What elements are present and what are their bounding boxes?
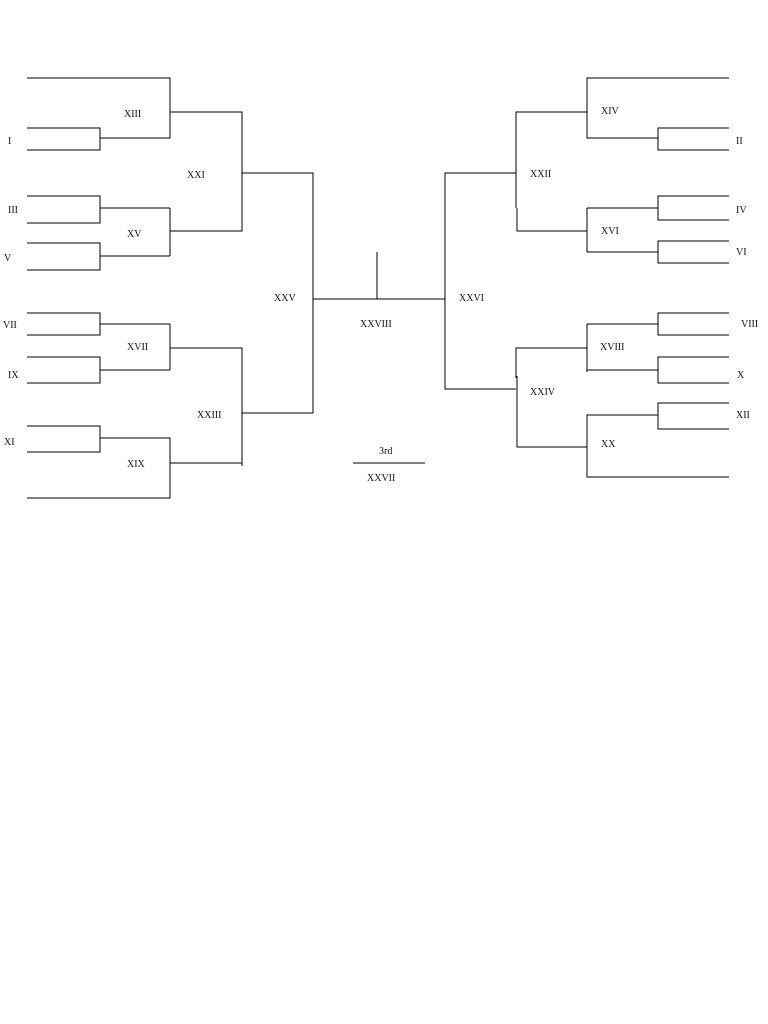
match-xxi-lines — [170, 111, 243, 232]
match-xxiii-lines — [170, 347, 243, 466]
seed-label-xi: XI — [4, 437, 15, 448]
match-xxiv-lines — [515, 347, 587, 448]
match-xxv-lines — [242, 172, 314, 414]
seed-label-iii: III — [8, 205, 18, 216]
match-xvii-lines — [27, 312, 171, 384]
seed-label-v: V — [4, 253, 12, 264]
match-label-xxviii: XXVIII — [360, 319, 392, 330]
match-label-xxii: XXII — [530, 169, 551, 180]
match-xvi-lines — [586, 195, 729, 264]
seed-label-iv: IV — [736, 205, 747, 216]
match-label-xxiii: XXIII — [197, 410, 221, 421]
match-xxii-lines — [515, 111, 587, 232]
match-label-xvii: XVII — [127, 342, 148, 353]
match-label-xvi: XVI — [601, 226, 619, 237]
right-half — [444, 77, 729, 478]
match-label-xviii: XVIII — [600, 342, 624, 353]
match-label-xxv: XXV — [274, 293, 296, 304]
match-label-xiv: XIV — [601, 106, 620, 117]
seed-label-viii: VIII — [741, 319, 758, 330]
seed-label-vii: VII — [3, 320, 17, 331]
match-xiv-lines — [586, 77, 729, 151]
seed-label-x: X — [737, 370, 745, 381]
left-half — [27, 77, 314, 499]
match-xx-lines — [586, 402, 729, 478]
seed-label-xii: XII — [736, 410, 750, 421]
seed-label-ix: IX — [8, 370, 19, 381]
seed-label-i: I — [8, 136, 11, 147]
match-label-xxvi: XXVI — [459, 293, 484, 304]
match-label-xx: XX — [601, 439, 616, 450]
match-label-xxiv: XXIV — [530, 387, 556, 398]
seed-label-vi: VI — [736, 247, 747, 258]
match-xiii-lines — [27, 77, 171, 151]
match-xxvi-lines — [444, 172, 516, 390]
third-place-label: 3rd — [379, 446, 392, 457]
match-label-xv: XV — [127, 229, 142, 240]
match-label-xxvii: XXVII — [367, 473, 395, 484]
match-label-xix: XIX — [127, 459, 146, 470]
match-label-xiii: XIII — [124, 109, 141, 120]
final-lines — [313, 252, 445, 300]
match-xix-lines — [27, 425, 171, 499]
seed-label-ii: II — [736, 136, 743, 147]
match-label-xxi: XXI — [187, 170, 205, 181]
match-xv-lines — [27, 195, 171, 271]
